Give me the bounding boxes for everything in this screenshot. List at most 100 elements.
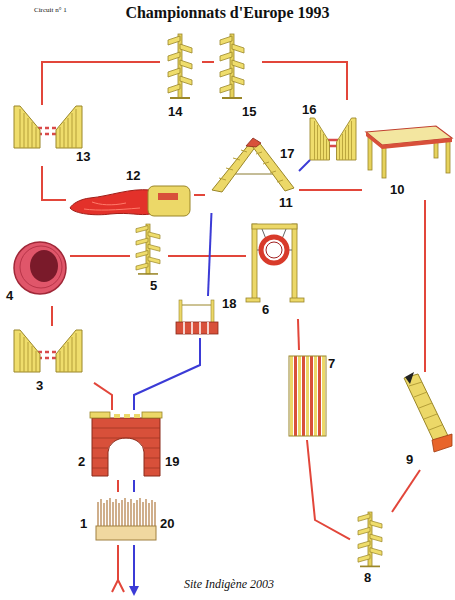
wing-jump-drawing [56, 330, 82, 372]
palisade-drawing [289, 356, 326, 436]
wing-jump-drawing [38, 357, 58, 360]
course-line [299, 160, 310, 171]
ramp-drawing [404, 374, 450, 446]
pole-jump-drawing [136, 34, 382, 566]
tyre-drawing [246, 224, 304, 302]
obstacle-number: 2 [78, 454, 85, 469]
course-line [202, 61, 214, 63]
watermark: Site Indigène 2003 [184, 577, 274, 591]
course-line [117, 480, 119, 492]
tunnel-drawing [20, 246, 62, 288]
obstacle: 5 [130, 222, 168, 296]
course-line [94, 383, 112, 410]
obstacle-number: 13 [76, 149, 90, 164]
ramp-drawing [432, 434, 452, 452]
tunnel-drawing [30, 250, 58, 282]
wall-drawing [134, 414, 140, 418]
start-mark [112, 545, 124, 592]
tyre-drawing [252, 224, 257, 300]
palisade-drawing [290, 356, 293, 436]
wing-jump-drawing [56, 106, 82, 148]
obstacle: 10 [362, 118, 452, 200]
obstacle-number: 6 [262, 302, 269, 317]
pole-jump-drawing [220, 34, 244, 98]
obstacle-number: 10 [390, 182, 404, 197]
bridge-drawing [182, 305, 211, 306]
a-frame-drawing [219, 150, 283, 182]
wall-drawing [142, 412, 162, 418]
bridge-drawing [176, 322, 218, 334]
course-line [424, 200, 426, 372]
course-line [208, 213, 211, 296]
obstacle: 14 [160, 30, 202, 122]
obstacle: 12 [66, 168, 194, 222]
wing-jump-drawing [14, 106, 356, 372]
obstacle-number: 5 [150, 278, 157, 293]
brush-jump-drawing [96, 498, 156, 540]
obstacle-number: 4 [6, 288, 13, 303]
wing-jump-drawing [310, 118, 330, 160]
obstacle-number: 8 [364, 570, 371, 585]
wall-drawing [92, 418, 160, 476]
a-frame-drawing [246, 138, 261, 147]
wall-drawing [92, 428, 160, 468]
course-line [299, 189, 362, 191]
finish-arrow [129, 545, 139, 596]
wall-drawing [124, 414, 130, 418]
pole-jump-drawing [136, 224, 160, 274]
palisade-drawing [306, 356, 309, 436]
obstacle-number: 14 [168, 104, 182, 119]
wing-jump-drawing [38, 133, 58, 136]
obstacle-number: 18 [222, 296, 236, 311]
obstacle: 3 [10, 326, 94, 402]
start-mark [112, 545, 124, 592]
tyre-drawing [246, 298, 260, 302]
collapsed-tunnel-drawing [148, 186, 190, 216]
pole-jump-drawing [358, 512, 382, 566]
table-drawing [366, 126, 452, 178]
obstacle-number: 15 [242, 104, 256, 119]
tyre-drawing [266, 242, 282, 258]
obstacle-number: 1 [80, 516, 87, 531]
obstacle: 1 20 [74, 492, 182, 544]
table-drawing [446, 139, 450, 173]
table-drawing [382, 146, 386, 178]
wing-jump-drawing [337, 118, 357, 160]
wall-drawing [114, 414, 120, 418]
obstacle: 9 [398, 372, 452, 470]
obstacle-number: 20 [160, 516, 174, 531]
obstacle: 1711 [205, 138, 299, 213]
finish-arrow [129, 586, 139, 596]
tyre-drawing [290, 298, 304, 302]
bridge-drawing [184, 322, 208, 334]
palisade-drawing [302, 356, 305, 436]
palisade-drawing [314, 356, 317, 436]
collapsed-tunnel-drawing [70, 186, 190, 216]
wall-drawing [90, 412, 110, 418]
tyre-drawing [292, 224, 297, 300]
course-line [51, 306, 53, 326]
obstacle: 7 [286, 350, 342, 440]
obstacle: 13 [10, 105, 96, 166]
a-frame-drawing [212, 138, 294, 192]
obstacle-number: 3 [36, 378, 43, 393]
obstacle-number: 19 [165, 454, 179, 469]
course-line [70, 255, 130, 257]
wing-jump-drawing [38, 351, 58, 354]
a-frame-drawing [212, 143, 256, 192]
obstacle-number: 12 [126, 168, 140, 183]
course-line [298, 319, 299, 350]
course-line [307, 440, 350, 539]
finish-arrow [133, 545, 135, 588]
pole-jump-drawing [168, 34, 192, 98]
course-line [262, 62, 347, 100]
course-line [42, 62, 160, 105]
obstacle-number: 7 [328, 356, 335, 371]
wing-jump-drawing [14, 106, 40, 148]
course-line [194, 194, 205, 196]
bridge-drawing [176, 300, 218, 334]
obstacle-number: 17 [280, 146, 294, 161]
obstacle: 6 [246, 220, 306, 319]
collapsed-tunnel-drawing [84, 202, 140, 210]
course-title: Championnats d'Europe 1993 [0, 3, 455, 23]
